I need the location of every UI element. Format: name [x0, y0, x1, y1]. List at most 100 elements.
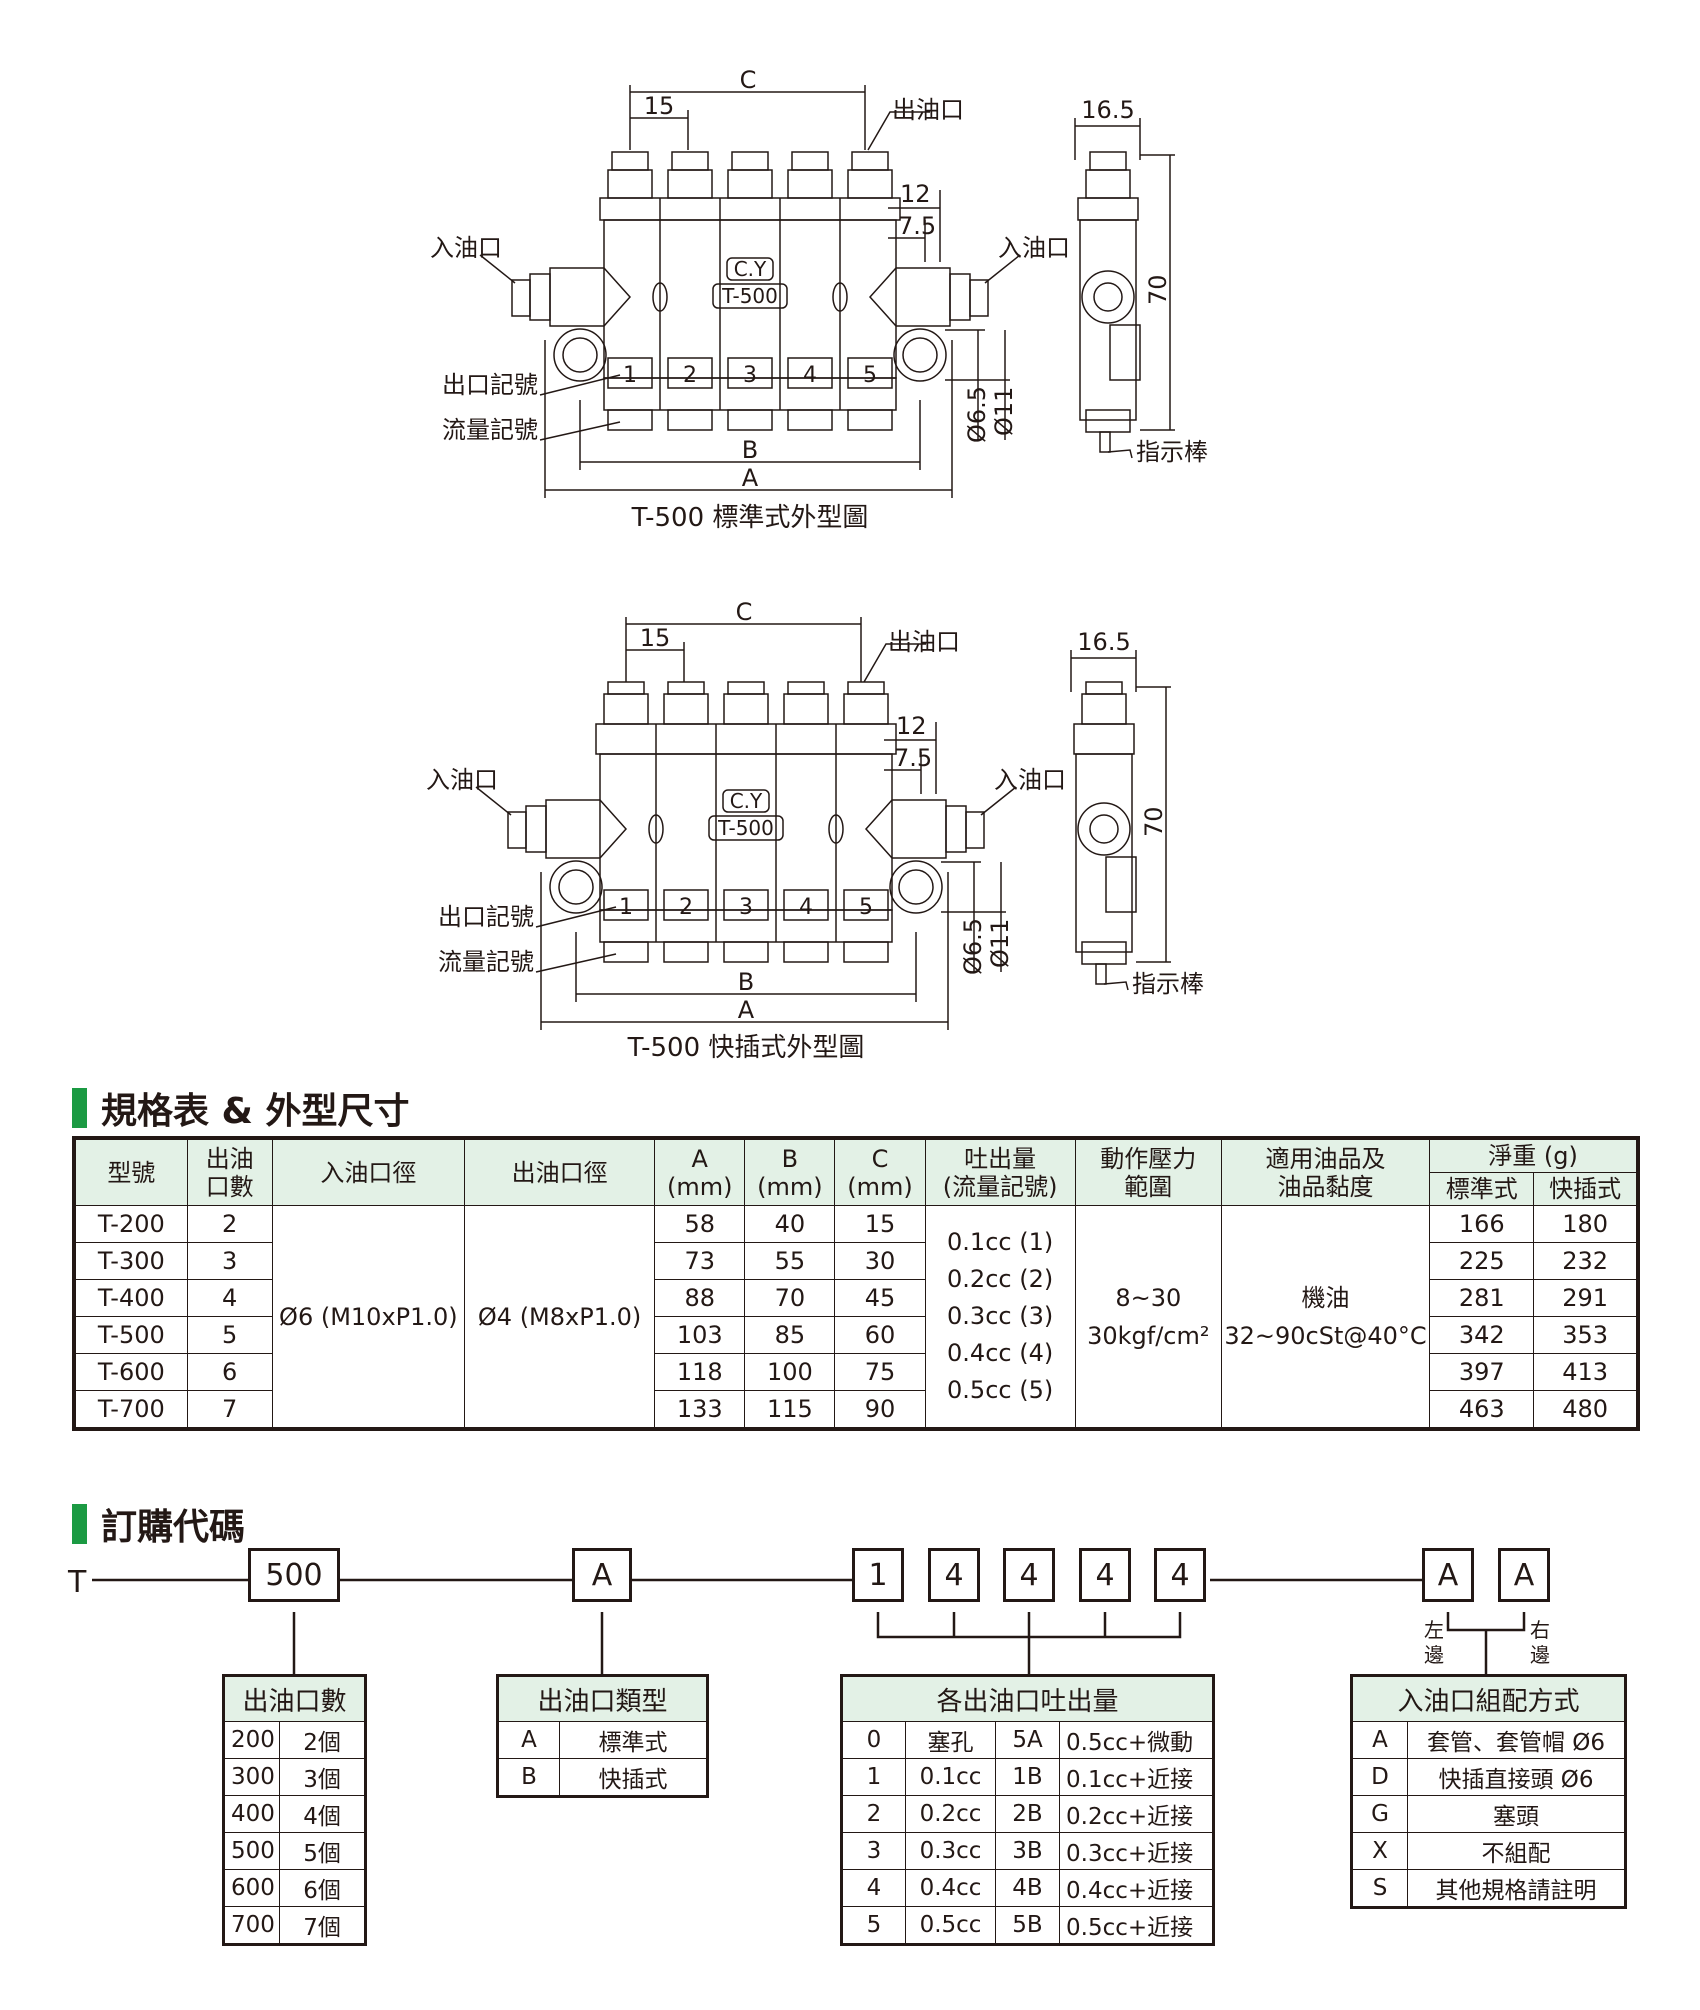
dim-b: B — [738, 968, 754, 996]
cell-desc: 0.5cc+近接 — [1058, 1906, 1215, 1945]
cell-desc: 0.5cc+微動 — [1058, 1721, 1215, 1759]
cell-outlets: 6 — [186, 1353, 273, 1391]
cell-outlets: 5 — [186, 1316, 273, 1354]
label-outlet-mark: 出口記號 — [442, 371, 538, 399]
brand-plate: C.Y — [734, 257, 767, 281]
dim-7-5: 7.5 — [898, 212, 936, 240]
cell-quick: 413 — [1533, 1353, 1639, 1391]
cell-code: 3 — [841, 1832, 906, 1870]
cell-code: 4B — [995, 1869, 1060, 1907]
inlet-table-title: 入油口組配方式 — [1350, 1675, 1627, 1722]
cell-discharge: 0.1cc (1) 0.2cc (2) 0.3cc (3) 0.4cc (4) … — [924, 1205, 1076, 1430]
cell-desc: 4個 — [278, 1795, 367, 1833]
cell-desc: 7個 — [278, 1906, 367, 1945]
discharge-table-title: 各出油口吐出量 — [840, 1675, 1215, 1722]
spec-table: 型號 出油口數 入油口徑 出油口徑 A(mm) B(mm) C(mm) 吐出量(… — [72, 1136, 1640, 1431]
cell-code: 4 — [841, 1869, 906, 1907]
cell-code: A — [1351, 1721, 1408, 1759]
cell-a: 58 — [654, 1205, 746, 1243]
left-side-label: 邊 — [1424, 1643, 1444, 1667]
cell-a: 88 — [654, 1279, 746, 1317]
cell-quick: 480 — [1533, 1390, 1639, 1430]
label-inlet-left: 入油口 — [426, 766, 498, 794]
cell-c: 75 — [834, 1353, 926, 1391]
cell-code: 5B — [995, 1906, 1060, 1945]
cell-a: 103 — [654, 1316, 746, 1354]
dim-pitch: 15 — [644, 92, 675, 120]
order-code-lines: T 左 邊 右 邊 — [67, 1565, 1550, 1674]
th-c: C(mm) — [834, 1137, 926, 1206]
dim-d11: Ø11 — [990, 387, 1018, 436]
cell-desc: 0.4cc+近接 — [1058, 1869, 1215, 1907]
model-plate: T-500 — [721, 284, 778, 308]
code-box-inlet-left: A — [1422, 1548, 1474, 1602]
cell-inlet: Ø6 (M10xP1.0) — [271, 1205, 465, 1430]
code-box-port: 4 — [928, 1548, 980, 1602]
cell-code: 600 — [223, 1869, 280, 1907]
section-bar — [72, 1088, 87, 1128]
cell-b: 70 — [744, 1279, 836, 1317]
cell-b: 85 — [744, 1316, 836, 1354]
th-model: 型號 — [73, 1137, 188, 1206]
cell-desc: 0.5cc — [905, 1906, 996, 1945]
order-title-text: 訂購代碼 — [101, 1507, 246, 1548]
spec-section-title: 規格表 & 外型尺寸 — [72, 1082, 409, 1134]
code-prefix: T — [67, 1565, 87, 1600]
drawing-caption: T-500 標準式外型圖 — [631, 503, 869, 533]
cell-code: B — [497, 1758, 560, 1797]
cell-desc: 0.4cc — [905, 1869, 996, 1907]
order-section-title: 訂購代碼 — [72, 1498, 245, 1550]
label-outlet: 出油口 — [892, 96, 964, 124]
label-flow-mark: 流量記號 — [442, 416, 538, 444]
dim-16-5: 16.5 — [1077, 628, 1130, 656]
cell-desc: 2個 — [278, 1721, 367, 1759]
right-side-label: 邊 — [1530, 1643, 1550, 1667]
cell-code: 300 — [223, 1758, 280, 1796]
cell-outlet: Ø4 (M8xP1.0) — [463, 1205, 656, 1430]
model-plate: T-500 — [717, 816, 774, 840]
cell-code: 5A — [995, 1721, 1060, 1759]
cell-model: T-600 — [73, 1353, 188, 1391]
port-number: 4 — [803, 363, 817, 388]
cell-c: 90 — [834, 1390, 926, 1430]
spec-title-text: 規格表 & 外型尺寸 — [101, 1091, 410, 1132]
cell-a: 118 — [654, 1353, 746, 1391]
cell-quick: 232 — [1533, 1242, 1639, 1280]
cell-code: 2 — [841, 1795, 906, 1833]
cell-desc: 0.3cc — [905, 1832, 996, 1870]
th-discharge: 吐出量(流量記號) — [924, 1137, 1076, 1206]
port-number: 3 — [739, 895, 753, 920]
dim-b: B — [742, 436, 758, 464]
dim-c: C — [736, 598, 753, 626]
cell-model: T-300 — [73, 1242, 188, 1280]
cell-desc: 5個 — [278, 1832, 367, 1870]
cell-desc: 標準式 — [558, 1721, 709, 1759]
th-b: B(mm) — [744, 1137, 836, 1206]
port-number: 5 — [859, 895, 873, 920]
label-inlet-right: 入油口 — [998, 234, 1070, 262]
code-box-port: 4 — [1079, 1548, 1131, 1602]
cell-desc: 0.2cc+近接 — [1058, 1795, 1215, 1833]
dim-16-5: 16.5 — [1081, 96, 1134, 124]
cell-desc: 3個 — [278, 1758, 367, 1796]
drawing-caption: T-500 快插式外型圖 — [627, 1033, 865, 1063]
port-number: 3 — [743, 363, 757, 388]
cell-b: 55 — [744, 1242, 836, 1280]
drawing-standard: C 15 出油口 入油口 入油口 12 7.5 C.Y T-500 1 2 3 … — [430, 66, 1208, 533]
cell-c: 45 — [834, 1279, 926, 1317]
left-side-label: 左 — [1424, 1618, 1444, 1642]
